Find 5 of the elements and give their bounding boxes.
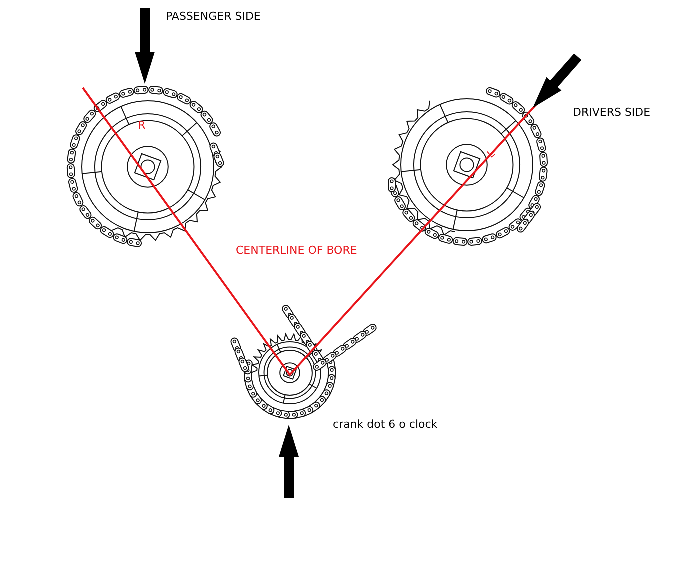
side-label: PASSENGER SIDE (166, 11, 261, 22)
gear-mark: R (138, 120, 146, 131)
note-text: crank dot 6 o clock (333, 419, 438, 430)
side-label: DRIVERS SIDE (573, 107, 651, 118)
centerline-label: CENTERLINE OF BORE (236, 245, 358, 256)
